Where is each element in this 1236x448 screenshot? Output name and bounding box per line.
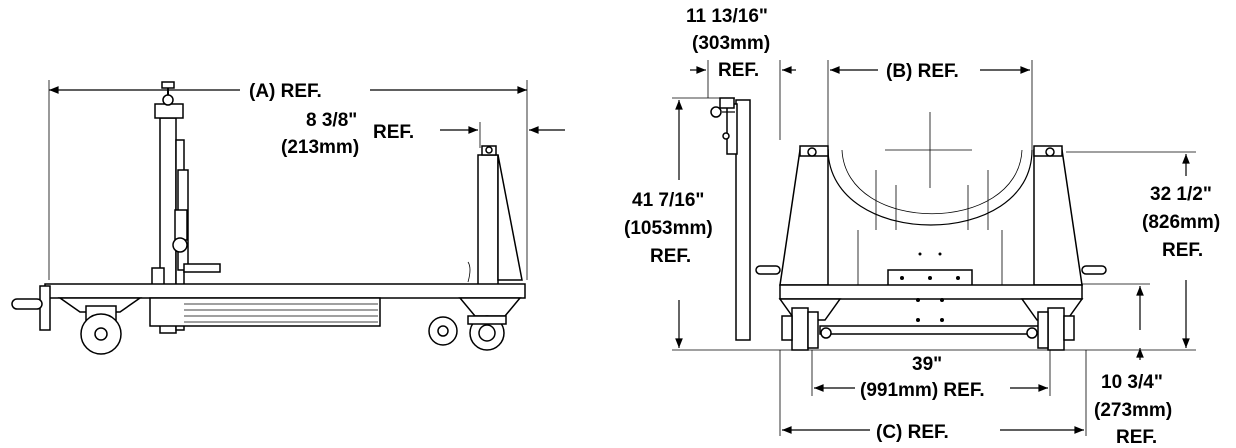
dim-deck-height-value: 10 3/4" bbox=[1101, 372, 1163, 393]
dim-top-offset-metric: (303mm) bbox=[692, 33, 770, 54]
dim-height-value: 41 7/16" bbox=[632, 190, 704, 211]
dim-offset-value: 8 3/8" bbox=[306, 110, 357, 131]
dim-cradle-height-ref: REF. bbox=[1162, 240, 1203, 261]
dim-height-metric: (1053mm) bbox=[624, 218, 713, 239]
dim-wheel-span-value: 39" bbox=[912, 354, 942, 375]
dim-height-ref: REF. bbox=[650, 246, 691, 267]
side-view-cart bbox=[11, 80, 565, 355]
dim-b-label: (B) REF. bbox=[886, 61, 959, 82]
dim-cradle-height-value: 32 1/2" bbox=[1150, 184, 1212, 205]
end-view-cart bbox=[672, 60, 1196, 436]
dim-offset-ref: REF. bbox=[373, 122, 414, 143]
dim-c-label: (C) REF. bbox=[876, 422, 949, 443]
dim-top-offset-value: 11 13/16" bbox=[686, 6, 768, 27]
dim-a-label: (A) REF. bbox=[249, 81, 322, 102]
dim-cradle-height-metric: (826mm) bbox=[1142, 212, 1220, 233]
dim-deck-height-ref: REF. bbox=[1116, 427, 1157, 448]
dim-deck-height-metric: (273mm) bbox=[1094, 400, 1172, 421]
dim-offset-metric: (213mm) bbox=[281, 137, 359, 158]
dim-wheel-span-metric: (991mm) REF. bbox=[860, 380, 985, 401]
dim-top-offset-ref: REF. bbox=[718, 60, 759, 81]
